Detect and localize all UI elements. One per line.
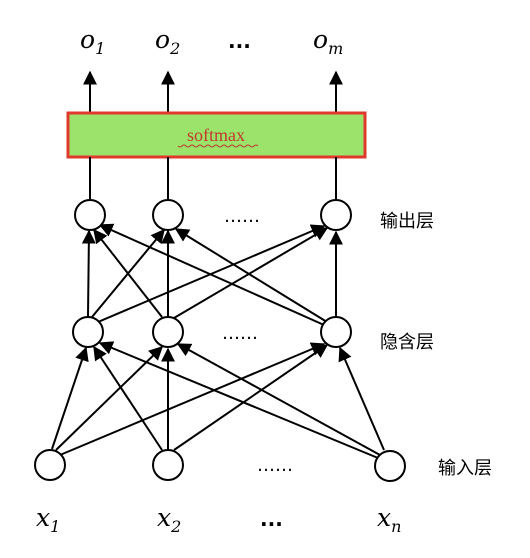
softmax-block: softmax [66, 111, 367, 159]
input-label-1: x1 [36, 503, 60, 536]
edge-in-h2 [176, 343, 381, 456]
edge-in-h1 [98, 341, 379, 459]
edge-i2-h1 [93, 345, 163, 451]
input-label-n: xn [377, 503, 401, 536]
output-label-2: o2 [155, 25, 180, 58]
output-label-m: om [313, 25, 343, 58]
edge-i1-h1 [51, 346, 89, 450]
input-node-1 [34, 449, 66, 481]
input-node-ellipsis: …… [257, 455, 293, 476]
softmax-underline [177, 144, 259, 148]
softmax-box [66, 111, 367, 159]
edge-h2-om [173, 227, 329, 319]
hidden-to-output-edges [81, 223, 343, 326]
hidden-node-ellipsis: …… [222, 323, 258, 344]
input-node-2 [152, 449, 184, 481]
edge-i2-hm [173, 344, 329, 451]
hidden-node-2 [152, 316, 184, 348]
softmax-label: softmax [187, 125, 245, 145]
input-labels: x1 x2 ... xn [36, 503, 401, 536]
input-layer-nodes: …… 输入层 [34, 449, 492, 482]
input-layer-label: 输入层 [438, 458, 492, 479]
output-node-ellipsis: …… [224, 206, 260, 227]
input-ellipsis: ... [260, 507, 283, 531]
output-node-m [320, 199, 352, 231]
input-to-hidden-edges [51, 341, 385, 459]
input-label-2: x2 [157, 503, 181, 536]
output-label-1: o1 [80, 25, 105, 58]
output-layer-label: 输出层 [380, 211, 434, 232]
input-node-n [374, 450, 406, 482]
edge-i1-h2 [55, 346, 164, 451]
output-node-1 [74, 199, 106, 231]
output-ellipsis: ... [228, 29, 251, 53]
edge-h1-o1 [81, 229, 96, 317]
hidden-layer-label: 隐含层 [380, 332, 434, 353]
output-to-softmax-lines [89, 157, 337, 199]
output-layer-nodes: …… 输出层 [74, 199, 434, 232]
edge-hm-o1 [98, 223, 325, 326]
softmax-output-arrows [83, 70, 343, 113]
edge-h2-o1 [93, 228, 163, 318]
output-node-2 [152, 199, 184, 231]
hidden-layer-nodes: …… 隐含层 [72, 316, 434, 353]
hidden-node-1 [72, 316, 104, 348]
edge-in-hm [338, 346, 385, 451]
output-labels: o1 o2 ... om [80, 25, 343, 58]
hidden-node-m [320, 316, 352, 348]
edge-i1-hm [59, 342, 326, 456]
edge-hm-o2 [174, 228, 328, 323]
